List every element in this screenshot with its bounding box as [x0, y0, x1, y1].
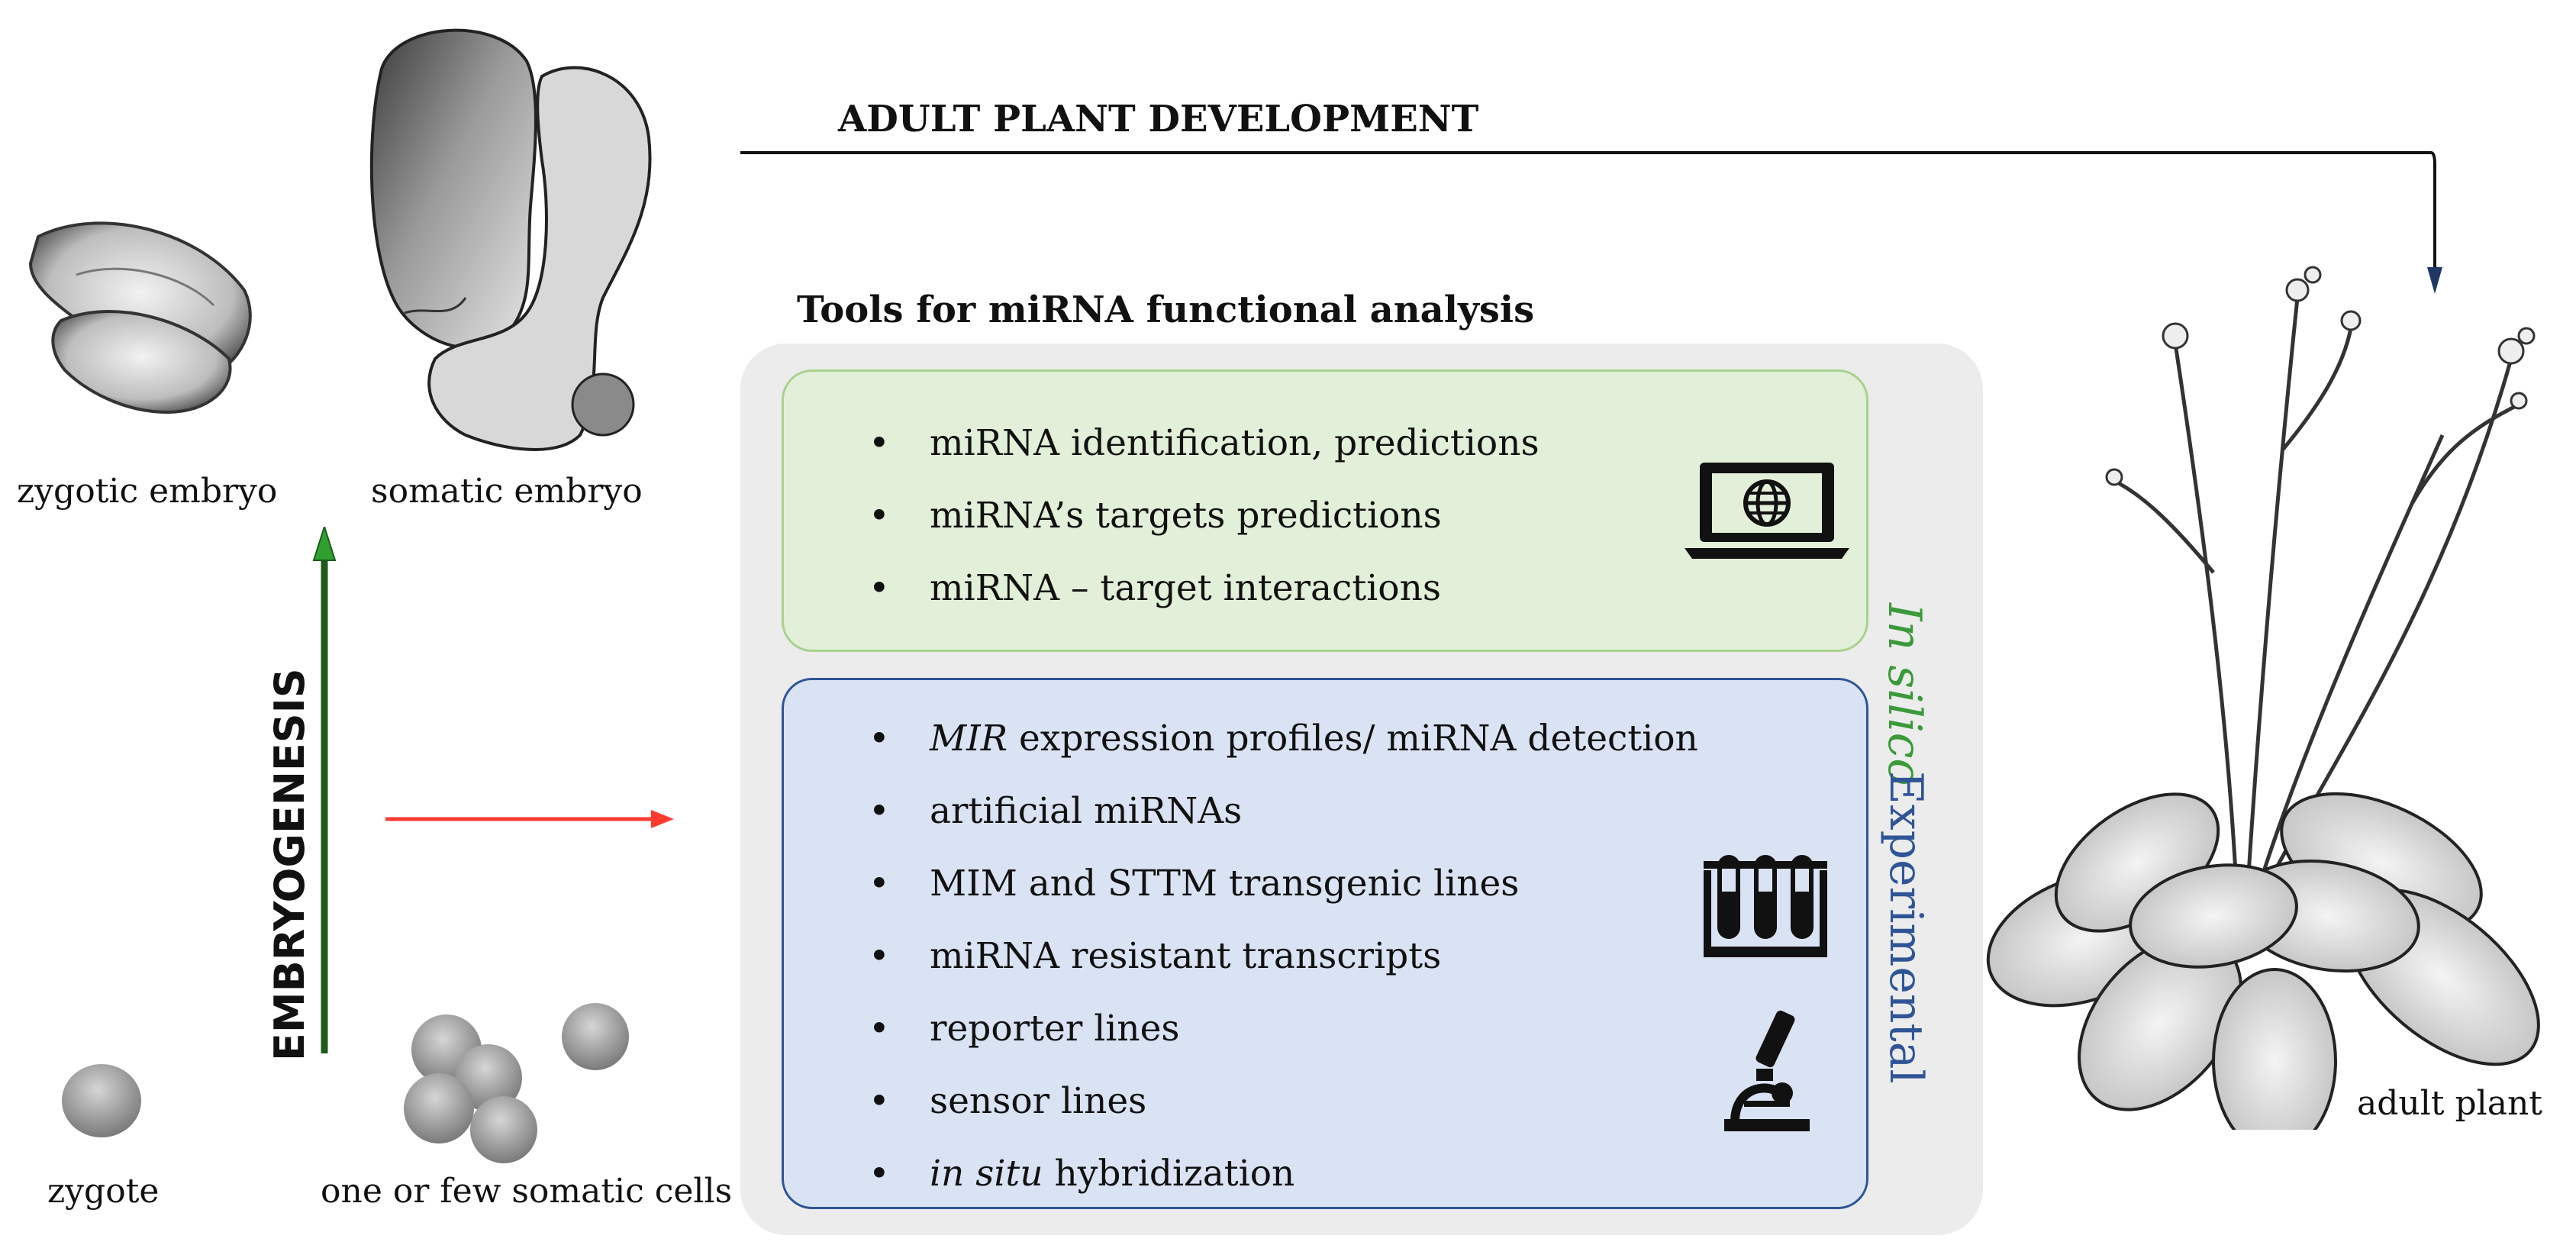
in-silico-label: In silico [1878, 603, 1931, 786]
adult-plant-label: adult plant [2357, 1084, 2542, 1123]
zygote-label: zygote [47, 1172, 160, 1211]
list-item: miRNA’s targets predictions [869, 479, 1539, 552]
list-item: miRNA – target interactions [869, 552, 1539, 624]
zygotic-embryo-illustration [28, 221, 252, 414]
tools-title: Tools for miRNA functional analysis [797, 289, 1535, 331]
microscope-icon [1724, 1010, 1810, 1131]
adult-plant-illustration [1986, 266, 2540, 1130]
somatic-embryo-label: somatic embryo [371, 472, 643, 511]
list-item: MIM and STTM transgenic lines [869, 847, 1698, 920]
adult-plant-development-label: ADULT PLANT DEVELOPMENT [838, 98, 1479, 140]
experimental-label: Experimental [1879, 771, 1933, 1084]
zygote-cell [62, 1064, 141, 1137]
adult-plant-development-arrow [740, 151, 2442, 294]
list-item: miRNA identification, predictions [869, 407, 1539, 479]
list-item: miRNA resistant transcripts [869, 920, 1698, 992]
embryogenesis-label: EMBRYOGENESIS [266, 668, 314, 1061]
somatic-cells-cluster [404, 1003, 629, 1163]
laptop-globe-icon [1685, 463, 1849, 559]
test-tubes-icon [1704, 855, 1827, 957]
somatic-embryo-illustration [369, 28, 652, 451]
list-item: MIR expression profiles/ miRNA detection [869, 702, 1698, 775]
in-silico-list: miRNA identification, predictions miRNA’… [869, 407, 1539, 624]
somatic-cells-label: one or few somatic cells [321, 1172, 733, 1211]
list-item: artificial miRNAs [869, 775, 1698, 847]
embryogenesis-arrow [312, 527, 337, 1053]
experimental-list: MIR expression profiles/ miRNA detection… [869, 702, 1698, 1210]
list-item: in situ hybridization [869, 1137, 1698, 1210]
red-arrow [385, 810, 674, 828]
list-item: reporter lines [869, 992, 1698, 1065]
list-item: sensor lines [869, 1065, 1698, 1137]
zygotic-embryo-label: zygotic embryo [17, 472, 278, 511]
